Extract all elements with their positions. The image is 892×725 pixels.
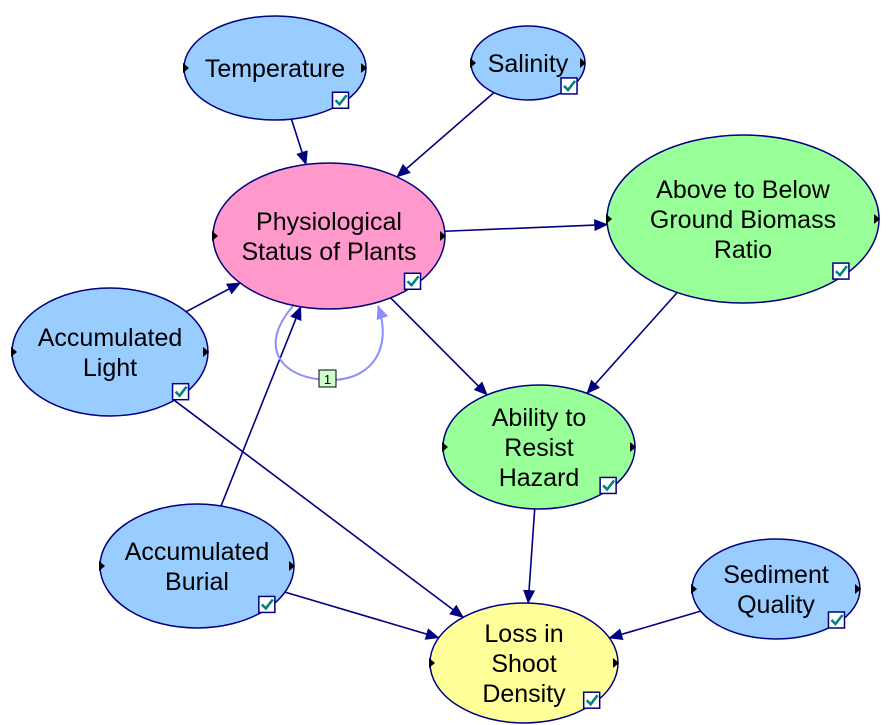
check-mark xyxy=(334,94,348,107)
right-handle-icon xyxy=(613,658,619,668)
right-handle-icon xyxy=(855,584,861,594)
right-handle-icon xyxy=(874,214,880,224)
check-mark xyxy=(563,80,577,92)
node-temperature[interactable]: Temperature xyxy=(183,15,367,121)
edge-resist-to-loss[interactable] xyxy=(523,508,536,605)
node-label-line: Accumulated xyxy=(125,538,270,566)
check-mark xyxy=(830,614,844,626)
check-box xyxy=(827,611,846,629)
left-handle-icon xyxy=(212,231,218,241)
node-label-line: Ability to xyxy=(492,404,586,432)
check-icon[interactable] xyxy=(403,272,422,291)
edge-light-to-physiological[interactable] xyxy=(185,282,242,313)
node-label-line: Salinity xyxy=(488,50,569,78)
node-label-line: Ratio xyxy=(714,236,772,264)
node-label-line: Quality xyxy=(737,591,815,619)
edge-physiological-to-biomass[interactable] xyxy=(444,219,609,233)
left-handle-icon xyxy=(470,58,476,68)
node-label-line: Physiological xyxy=(256,208,402,236)
right-handle-icon xyxy=(361,63,367,73)
check-box xyxy=(171,382,190,401)
left-handle-icon xyxy=(183,63,189,73)
self-loop-arrow[interactable] xyxy=(274,305,389,382)
left-handle-icon xyxy=(99,561,105,571)
node-label-line: Hazard xyxy=(499,464,580,492)
right-handle-icon xyxy=(580,58,586,68)
node-label-line: Density xyxy=(482,680,566,708)
self-loop-badge xyxy=(318,369,337,388)
self-loop-layer: 1 xyxy=(274,305,389,388)
left-handle-icon xyxy=(11,347,17,357)
edge-salinity-to-physiological[interactable] xyxy=(396,92,495,178)
check-icon[interactable] xyxy=(331,91,350,109)
edge-light-to-loss[interactable] xyxy=(173,399,464,618)
check-icon[interactable] xyxy=(171,382,190,401)
right-handle-icon xyxy=(440,231,446,241)
left-handle-icon xyxy=(429,658,435,668)
left-handle-icon xyxy=(606,214,612,224)
edge-temperature-to-physiological[interactable] xyxy=(290,118,308,166)
check-mark xyxy=(835,265,848,277)
node-salinity[interactable]: Salinity xyxy=(470,25,586,101)
check-box xyxy=(258,595,276,614)
node-label-line: Status of Plants xyxy=(241,238,416,266)
check-box xyxy=(582,691,601,709)
edge-burial-to-loss[interactable] xyxy=(284,591,440,640)
check-mark xyxy=(585,694,599,707)
check-box xyxy=(403,272,422,291)
right-handle-icon xyxy=(203,347,209,357)
self-loop-count: 1 xyxy=(324,372,331,387)
edge-biomass-to-resist[interactable] xyxy=(586,291,678,395)
check-box xyxy=(560,77,578,95)
check-mark xyxy=(174,385,188,398)
right-handle-icon xyxy=(630,442,636,452)
node-label-line: Light xyxy=(83,354,137,382)
node-label-line: Ground Biomass xyxy=(650,206,836,234)
check-box xyxy=(599,476,617,495)
node-label-line: Resist xyxy=(504,434,574,462)
node-label-line: Loss in xyxy=(484,620,563,648)
right-handle-icon xyxy=(289,561,295,571)
check-box xyxy=(331,91,350,109)
check-icon[interactable] xyxy=(827,611,846,629)
check-mark xyxy=(406,275,420,288)
node-label-line: Sediment xyxy=(723,561,829,589)
self-loop-label: 1 xyxy=(318,369,337,388)
check-icon[interactable] xyxy=(582,691,601,709)
left-handle-icon xyxy=(691,584,697,594)
edges-layer xyxy=(173,92,701,641)
edge-physiological-to-resist[interactable] xyxy=(390,297,488,396)
check-mark xyxy=(602,479,616,492)
check-icon[interactable] xyxy=(599,476,617,495)
node-label-line: Shoot xyxy=(491,650,556,678)
check-icon[interactable] xyxy=(832,262,850,280)
check-icon[interactable] xyxy=(560,77,578,95)
check-icon[interactable] xyxy=(258,595,276,614)
edge-sediment-to-loss[interactable] xyxy=(608,610,701,641)
node-label-line: Above to Below xyxy=(656,176,831,204)
node-label-line: Accumulated xyxy=(38,324,183,352)
check-box xyxy=(832,262,850,280)
left-handle-icon xyxy=(442,442,448,452)
node-label-line: Temperature xyxy=(205,55,345,83)
edge-burial-to-physiological[interactable] xyxy=(220,305,302,507)
node-label-line: Burial xyxy=(165,568,229,596)
check-mark xyxy=(260,598,274,611)
